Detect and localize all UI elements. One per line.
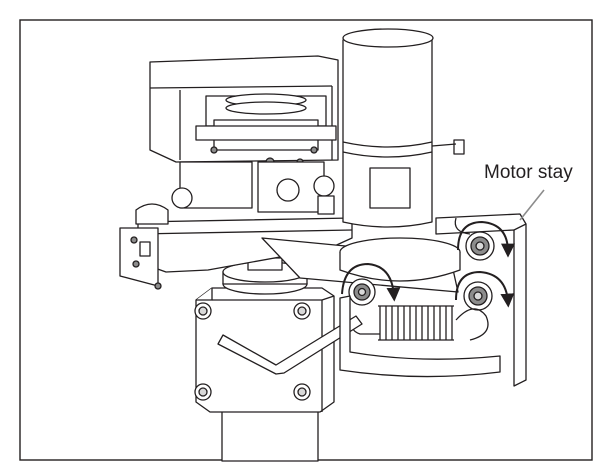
stay-side-plate <box>339 295 501 378</box>
hex-key-icon <box>217 315 363 375</box>
motor-stay-bracket <box>435 213 527 387</box>
stay-bolt-upper <box>465 231 495 261</box>
tension-spring-icon <box>352 305 489 341</box>
lower-housing <box>194 287 335 413</box>
base-plate <box>119 203 353 290</box>
spring-anchor-bolt <box>348 278 376 306</box>
motor-stay-label: Motor stay <box>484 162 573 183</box>
rotation-arrow-icon <box>341 220 515 308</box>
arrow-lower-bolt <box>455 270 515 308</box>
arrow-upper-bolt <box>457 220 515 258</box>
stay-bolt-lower <box>463 281 493 311</box>
arrow-spring-bolt <box>341 262 401 302</box>
motor-body <box>342 28 465 228</box>
clamp-blocks <box>171 161 335 215</box>
callout-leader-line <box>519 189 545 221</box>
upper-frame <box>149 55 339 167</box>
shaft-collar <box>222 232 308 295</box>
